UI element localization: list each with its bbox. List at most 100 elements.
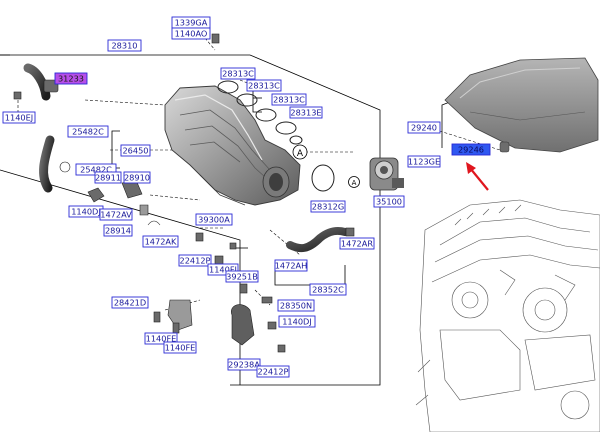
part-number-text: 28914 (105, 226, 131, 236)
part-number-text: 28313C (273, 95, 305, 105)
part-number-text: 39251B (226, 272, 258, 282)
part-label-box (277, 299, 315, 312)
part-label-box (67, 125, 109, 138)
part-number-text: 28310 (111, 41, 137, 51)
part-number-text: 28313C (248, 81, 280, 91)
part-label-28910[interactable]: 28910 (123, 171, 151, 184)
part-number-text: 22412P (258, 367, 289, 377)
part-label-box (178, 254, 212, 267)
part-number-text: 1472AV (100, 210, 132, 220)
intake-manifold (164, 85, 301, 206)
part-number-text: 31233 (58, 74, 84, 84)
part-number-text: 22412P (180, 256, 211, 266)
part-number-text: 28313E (290, 108, 321, 118)
pointer-arrow (466, 162, 489, 191)
part-number-text: 1140AO (175, 29, 208, 39)
part-label-39300a[interactable]: 39300A (195, 213, 233, 226)
part-label-28352c[interactable]: 28352C (309, 283, 347, 296)
part-number-text: 35100 (376, 197, 402, 207)
manifold-gaskets (217, 80, 335, 192)
part-label-1472av[interactable]: 1472AV (99, 208, 133, 221)
part-number-text: 1140FE (146, 334, 177, 344)
part-label-28350n[interactable]: 28350N (277, 299, 315, 312)
part-label-29240[interactable]: 29240 (407, 121, 441, 134)
part-label-1140dj-left[interactable]: 1140DJ (68, 205, 104, 218)
part-label-28421d[interactable]: 28421D (111, 296, 149, 309)
view-marker-a-main: A (292, 144, 308, 160)
part-label-box (163, 341, 197, 354)
part-number-text: 1339GA (175, 18, 208, 28)
part-number-text: 1123GE (408, 157, 440, 167)
part-label-1140dj-right[interactable]: 1140DJ (278, 315, 316, 328)
part-label-box (99, 208, 133, 221)
part-label-1140fj[interactable]: 1140FJ (207, 263, 239, 276)
part-label-box (339, 237, 375, 250)
part-label-box (274, 259, 308, 272)
part-label-28313e[interactable]: 28313E (289, 106, 323, 119)
part-label-box (107, 39, 142, 52)
part-label-box (278, 315, 316, 328)
part-label-box (94, 171, 122, 184)
part-label-box (54, 72, 88, 85)
part-label-box (103, 224, 133, 237)
hoses (23, 63, 349, 253)
part-number-text: 25482C (72, 127, 104, 137)
part-label-1140ej[interactable]: 1140EJ (2, 111, 36, 124)
part-label-1472ar[interactable]: 1472AR (339, 237, 375, 250)
part-label-box (123, 171, 151, 184)
part-label-28313c-3[interactable]: 28313C (271, 93, 307, 106)
part-label-box (407, 155, 441, 168)
part-number-text: 25482C (80, 165, 112, 175)
part-label-box (144, 332, 178, 345)
part-label-box (207, 263, 239, 276)
part-label-1472ah[interactable]: 1472AH (274, 259, 308, 272)
part-label-22412p-right[interactable]: 22412P (256, 365, 290, 378)
part-label-28914[interactable]: 28914 (103, 224, 133, 237)
part-label-1140fe-2[interactable]: 1140FE (163, 341, 197, 354)
svg-text:A: A (297, 149, 304, 159)
part-number-text: 28911 (95, 173, 121, 183)
part-label-28313c-2[interactable]: 28313C (246, 79, 282, 92)
part-label-box (171, 27, 211, 40)
part-number-text: 28352C (312, 285, 344, 295)
part-label-31233[interactable]: 31233 (54, 72, 88, 85)
part-label-1339ga[interactable]: 1339GA (171, 16, 211, 29)
part-label-box (373, 195, 405, 208)
part-number-text: 26450 (122, 146, 148, 156)
part-label-box (407, 121, 441, 134)
part-label-box (246, 79, 282, 92)
part-number-text: 28910 (124, 173, 150, 183)
part-label-box (310, 200, 346, 213)
part-label-box (227, 358, 261, 371)
part-label-35100[interactable]: 35100 (373, 195, 405, 208)
part-label-1472ak[interactable]: 1472AK (142, 235, 179, 248)
part-number-text: 1140EJ (5, 113, 33, 123)
part-label-box (271, 93, 307, 106)
part-label-28911[interactable]: 28911 (94, 171, 122, 184)
part-label-29238a[interactable]: 29238A (227, 358, 261, 371)
part-number-text: 1140DJ (282, 317, 312, 327)
part-label-box (195, 213, 233, 226)
part-label-22412p-left[interactable]: 22412P (178, 254, 212, 267)
part-label-28312g[interactable]: 28312G (310, 200, 346, 213)
part-number-text: 29238A (228, 360, 260, 370)
part-label-box (256, 365, 290, 378)
part-label-1123ge[interactable]: 1123GE (407, 155, 441, 168)
part-label-1140ao[interactable]: 1140AO (171, 27, 211, 40)
part-label-28310[interactable]: 28310 (107, 39, 142, 52)
part-number-text: 28312G (312, 202, 344, 212)
part-label-25482c-top[interactable]: 25482C (67, 125, 109, 138)
part-number-text: 1140FJ (209, 265, 237, 275)
part-label-39251b[interactable]: 39251B (225, 270, 259, 283)
part-label-box (225, 270, 259, 283)
part-label-26450[interactable]: 26450 (120, 144, 151, 157)
part-label-1140fe-1[interactable]: 1140FE (144, 332, 178, 345)
view-marker-a-small: A (348, 176, 360, 188)
engine-block-sketch (415, 199, 600, 432)
part-number-text: 1140DJ (71, 207, 101, 217)
part-label-box (451, 143, 491, 156)
part-label-28313c-1[interactable]: 28313C (220, 67, 256, 80)
part-label-29246[interactable]: 29246 (451, 143, 491, 156)
part-label-box (120, 144, 151, 157)
